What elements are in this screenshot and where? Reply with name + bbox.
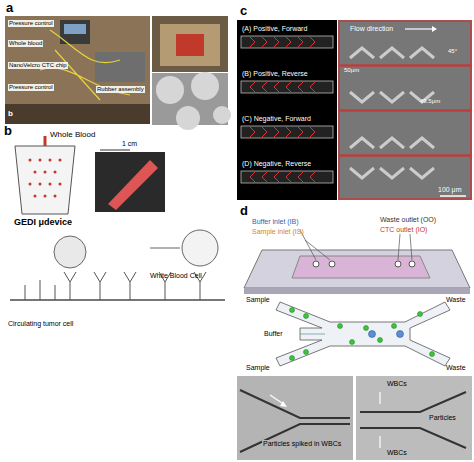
photo-label: NanoVelcro CTC chip: [8, 62, 68, 69]
flow-label: Waste: [446, 364, 466, 372]
micrograph-label: Particles: [428, 414, 457, 422]
channel-label: (C) Negative, Forward: [242, 115, 311, 123]
flow-label: Sample: [246, 296, 270, 304]
panel-letter: b: [4, 124, 12, 138]
dimension-label: 49.5μm: [420, 98, 440, 105]
dimension-label: 50μm: [344, 67, 359, 74]
channel-label: (B) Positive, Reverse: [242, 70, 308, 78]
photo-label: Pressure control: [8, 84, 54, 91]
port-label: Buffer inlet (IB): [252, 218, 299, 226]
scale-label: 100 μm: [438, 186, 462, 194]
port-label: Sample inlet (IS): [252, 228, 304, 236]
flow-label: Flow direction: [350, 25, 393, 33]
channel-label: (D) Negative, Reverse: [242, 160, 311, 168]
port-label: CTC outlet (IO): [380, 226, 427, 234]
micrograph-label: WBCs: [386, 449, 408, 457]
photo-label: b: [8, 110, 13, 119]
photo-label: Pressure control: [8, 20, 54, 27]
device-label: Whole Blood: [50, 131, 95, 140]
flow-label: Waste: [446, 296, 466, 304]
port-label: Waste outlet (OO): [380, 216, 436, 224]
device-label: GEDI μdevice: [14, 218, 72, 228]
panel-letter: d: [240, 204, 248, 218]
channel-label: (A) Positive, Forward: [242, 25, 307, 33]
scale-label: 1 cm: [122, 140, 137, 148]
micrograph-label: WBCs: [386, 380, 408, 388]
micrograph-label: Particles spiked in WBCs: [262, 440, 342, 448]
cell-label: White Blood Cell: [150, 272, 202, 280]
flow-label: Buffer: [264, 330, 283, 338]
photo-label: Rubber assembly: [96, 86, 145, 93]
cell-label: Circulating tumor cell: [8, 320, 73, 328]
panel-letter: a: [6, 1, 13, 15]
dimension-label: 45°: [448, 48, 457, 55]
panel-letter: c: [240, 4, 247, 18]
flow-label: Sample: [246, 364, 270, 372]
photo-label: Whole blood: [8, 40, 43, 47]
